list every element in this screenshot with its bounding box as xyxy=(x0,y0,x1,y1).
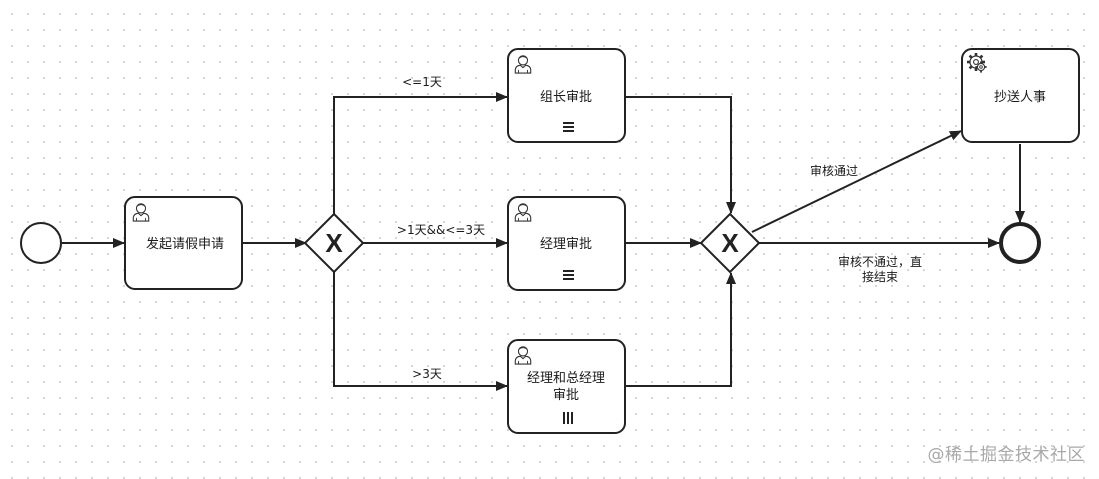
watermark: @稀土掘金技术社区 xyxy=(927,445,1085,465)
sequential-multi-instance-icon xyxy=(563,270,574,280)
flow-label-le1: <=1天 xyxy=(402,75,442,89)
flow-label-approved: 审核通过 xyxy=(810,163,858,178)
task-label-start-request: 发起请假申请 xyxy=(146,236,224,252)
task-leader-approve[interactable]: 组长审批 xyxy=(507,48,626,143)
task-label-leader-approve: 组长审批 xyxy=(540,90,592,105)
gateway-merge-marker: X xyxy=(721,228,739,258)
flow-label-rejected-line2: 接结束 xyxy=(862,269,898,284)
flow-manager-gm-to-merge[interactable] xyxy=(626,272,736,387)
end-event[interactable] xyxy=(999,222,1041,264)
task-label-manager-approve: 经理审批 xyxy=(540,237,592,252)
task-cc-hr[interactable]: 抄送人事 xyxy=(961,48,1080,143)
task-label-manager-gm-line2: 审批 xyxy=(553,388,579,403)
parallel-multi-instance-icon xyxy=(563,412,573,424)
task-label-cc-hr: 抄送人事 xyxy=(994,90,1046,105)
exclusive-gateway-split[interactable]: X xyxy=(303,212,365,274)
flow-label-rejected-line1: 审核不通过，直 xyxy=(838,254,922,269)
gear-icon xyxy=(967,53,987,73)
flow-leader-to-merge[interactable] xyxy=(626,96,736,214)
task-start-request[interactable]: 发起请假申请 xyxy=(124,196,243,290)
task-manager-approve[interactable]: 经理审批 xyxy=(507,196,626,291)
flow-gt3-to-manager-gm[interactable] xyxy=(333,271,508,391)
flow-label-gt1-le3: >1天&&<=3天 xyxy=(397,223,485,237)
gateway-split-marker: X xyxy=(325,228,343,258)
exclusive-gateway-merge[interactable]: X xyxy=(699,212,761,274)
flow-le1-to-leader[interactable] xyxy=(333,92,508,215)
task-label-manager-gm-line1: 经理和总经理 xyxy=(527,371,605,386)
flow-label-gt3: >3天 xyxy=(412,367,442,381)
sequential-multi-instance-icon xyxy=(563,122,574,132)
start-event[interactable] xyxy=(20,222,62,264)
task-manager-gm-approve[interactable]: 经理和总经理 审批 xyxy=(507,339,626,434)
flow-approved-to-cc-hr[interactable] xyxy=(751,130,962,233)
